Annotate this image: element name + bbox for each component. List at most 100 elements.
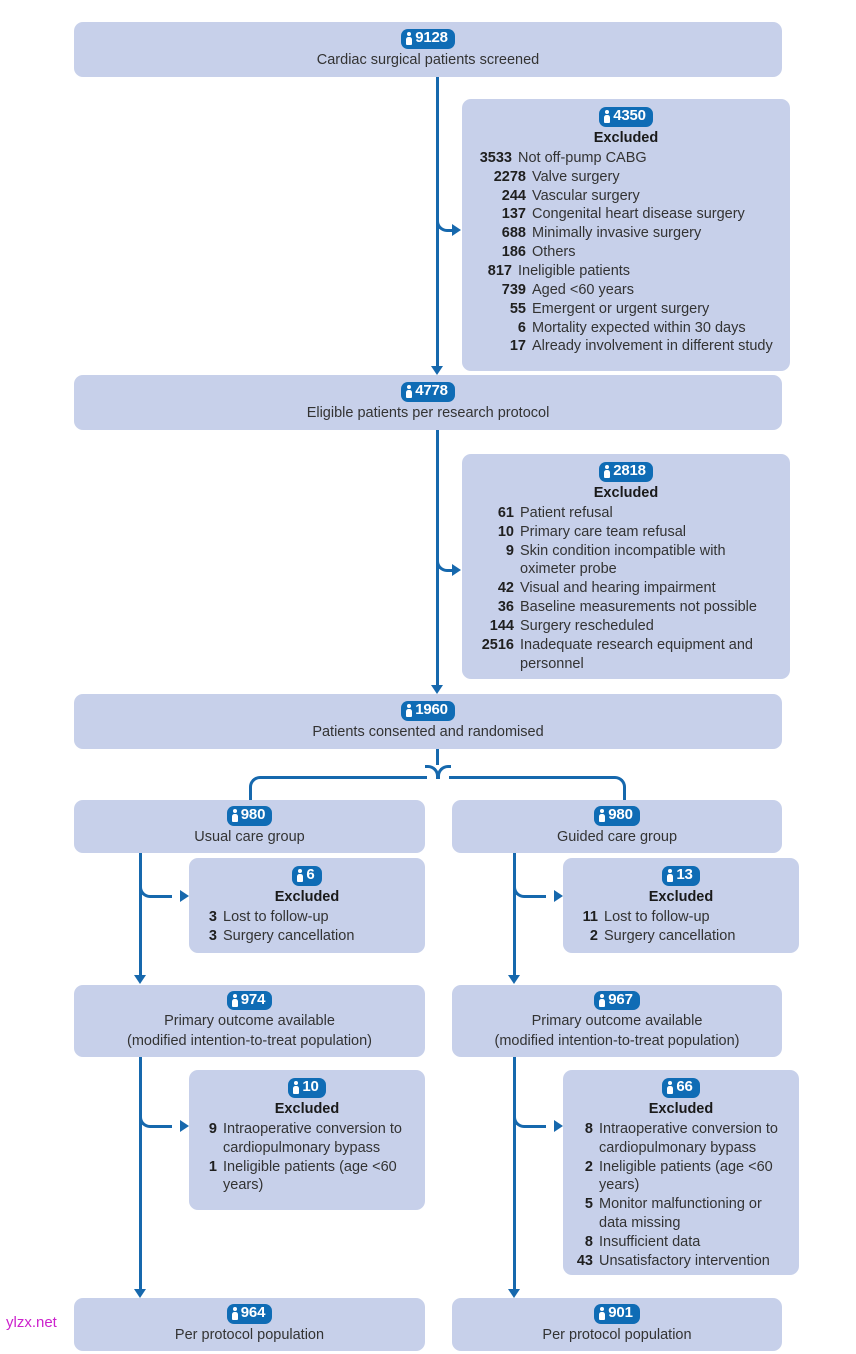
item-text: Aged <60 years (532, 281, 634, 298)
count-value: 967 (608, 990, 633, 1008)
count-badge: 964 (226, 1303, 273, 1324)
item-count: 739 (501, 281, 526, 298)
excluded-box-screened: 4350 Excluded 3533 Not off-pump CABG 227… (462, 99, 790, 371)
list-item: 8 Insufficient data (573, 1233, 791, 1252)
item-text: Primary care team refusal (520, 523, 686, 540)
node-title: Primary outcome available (modified inte… (494, 1013, 740, 1049)
item-text: Congenital heart disease surgery (532, 206, 745, 223)
node-guided-care-group: 980 Guided care group (452, 800, 782, 853)
item-text: Intraoperative conversion to cardiopulmo… (599, 1120, 778, 1156)
item-count: 43 (576, 1252, 593, 1269)
item-text: Inadequate research equipment and person… (520, 636, 753, 672)
person-icon (667, 1080, 674, 1094)
item-text: Not off-pump CABG (518, 149, 647, 166)
count-value: 2818 (613, 462, 646, 479)
count-value: 980 (608, 805, 633, 823)
arrowhead-guided-perprotocol (508, 1289, 520, 1298)
excluded-list: 11 Lost to follow-up 2 Surgery cancellat… (563, 908, 799, 946)
excluded-label: Excluded (593, 129, 659, 146)
node-title: Per protocol population (174, 1326, 325, 1343)
connector-split-right-bar (449, 776, 614, 779)
item-count: 17 (509, 338, 526, 355)
item-count: 2278 (493, 168, 526, 185)
item-text: Skin condition incompatible with oximete… (520, 542, 726, 578)
count-value: 10 (302, 1078, 319, 1095)
excluded-box-usual-followup: 6 Excluded 3 Lost to follow-up 3 Surgery… (189, 858, 425, 953)
list-item: 144 Surgery rescheduled (470, 617, 778, 636)
list-item: 11 Lost to follow-up (573, 908, 789, 927)
item-text: Minimally invasive surgery (532, 225, 702, 242)
item-count: 186 (501, 244, 526, 261)
item-count: 8 (584, 1233, 593, 1250)
count-badge: 66 (662, 1078, 700, 1098)
count-value: 4778 (415, 381, 448, 399)
item-text: Surgery cancellation (223, 927, 355, 944)
person-icon (231, 1306, 238, 1320)
count-value: 901 (608, 1303, 633, 1321)
arrowhead-excluded-1 (452, 224, 461, 236)
count-value: 974 (240, 990, 266, 1008)
arrowhead-excluded-2 (452, 564, 461, 576)
arrowhead-usual-followup (180, 890, 189, 902)
list-item: 1 Ineligible patients (age <60 years) (199, 1158, 415, 1196)
count-badge: 901 (594, 1303, 640, 1324)
excluded-box-guided-protocol: 66 Excluded 8 Intraoperative conversion … (563, 1070, 799, 1275)
node-title: Guided care group (556, 828, 678, 845)
item-text: Patient refusal (520, 504, 613, 521)
item-text: Valve surgery (532, 168, 620, 185)
item-count: 144 (489, 617, 514, 634)
node-screened: 9128 Cardiac surgical patients screened (74, 22, 782, 77)
count-badge: 980 (594, 805, 640, 826)
item-text: Lost to follow-up (223, 908, 329, 925)
excluded-list: 8 Intraoperative conversion to cardiopul… (563, 1120, 799, 1271)
list-item: 9 Skin condition incompatible with oxime… (470, 542, 778, 580)
person-icon (599, 993, 606, 1007)
excluded-label: Excluded (648, 888, 714, 905)
list-item: 2516 Inadequate research equipment and p… (470, 636, 778, 674)
arrowhead-guided-followup (554, 890, 563, 902)
list-item: 688 Minimally invasive surgery (462, 224, 782, 243)
item-text: Ineligible patients (age <60 years) (599, 1158, 773, 1194)
list-item: 5 Monitor malfunctioning or data missing (573, 1195, 791, 1233)
person-icon (406, 384, 413, 398)
list-item: 3533 Not off-pump CABG (462, 149, 782, 168)
list-item: 42 Visual and hearing impairment (470, 579, 778, 598)
excluded-label: Excluded (648, 1100, 714, 1117)
list-item: 55 Emergent or urgent surgery (462, 300, 782, 319)
connector-usual-group-to-primary (139, 853, 142, 975)
list-item: 8 Intraoperative conversion to cardiopul… (573, 1120, 791, 1158)
list-item: 10 Primary care team refusal (470, 523, 778, 542)
list-item: 3 Lost to follow-up (199, 908, 415, 927)
item-count: 10 (497, 523, 514, 540)
excluded-list: 3533 Not off-pump CABG 2278 Valve surger… (462, 149, 790, 356)
connector-branch-excluded-1 (436, 200, 453, 232)
item-count: 9 (208, 1120, 217, 1137)
list-item: 36 Baseline measurements not possible (470, 598, 778, 617)
excluded-label: Excluded (593, 484, 659, 501)
list-item: 6 Mortality expected within 30 days (462, 319, 782, 338)
list-item: 61 Patient refusal (470, 504, 778, 523)
item-count: 9 (505, 542, 514, 559)
count-badge: 4350 (599, 107, 653, 127)
arrowhead-usual-perprotocol (134, 1289, 146, 1298)
count-badge: 9128 (401, 28, 455, 49)
item-count: 6 (517, 319, 526, 336)
count-badge: 1960 (401, 700, 455, 721)
item-text: Others (532, 244, 576, 261)
person-icon (231, 993, 238, 1007)
connector-branch-usual-followup (139, 865, 172, 898)
connector-split-left-drop (249, 788, 252, 806)
item-count: 688 (501, 225, 526, 242)
item-text: Baseline measurements not possible (520, 599, 757, 616)
person-icon (406, 703, 413, 717)
node-title: Usual care group (194, 828, 305, 845)
count-badge: 967 (594, 990, 640, 1011)
item-count: 817 (487, 262, 512, 279)
excluded-list: 3 Lost to follow-up 3 Surgery cancellati… (189, 908, 425, 946)
arrowhead-randomised (431, 685, 443, 694)
person-icon (231, 808, 238, 822)
connector-branch-guided-protocol (513, 1095, 546, 1128)
connector-branch-guided-followup (513, 865, 546, 898)
person-icon (599, 808, 606, 822)
connector-branch-excluded-2 (436, 540, 453, 572)
